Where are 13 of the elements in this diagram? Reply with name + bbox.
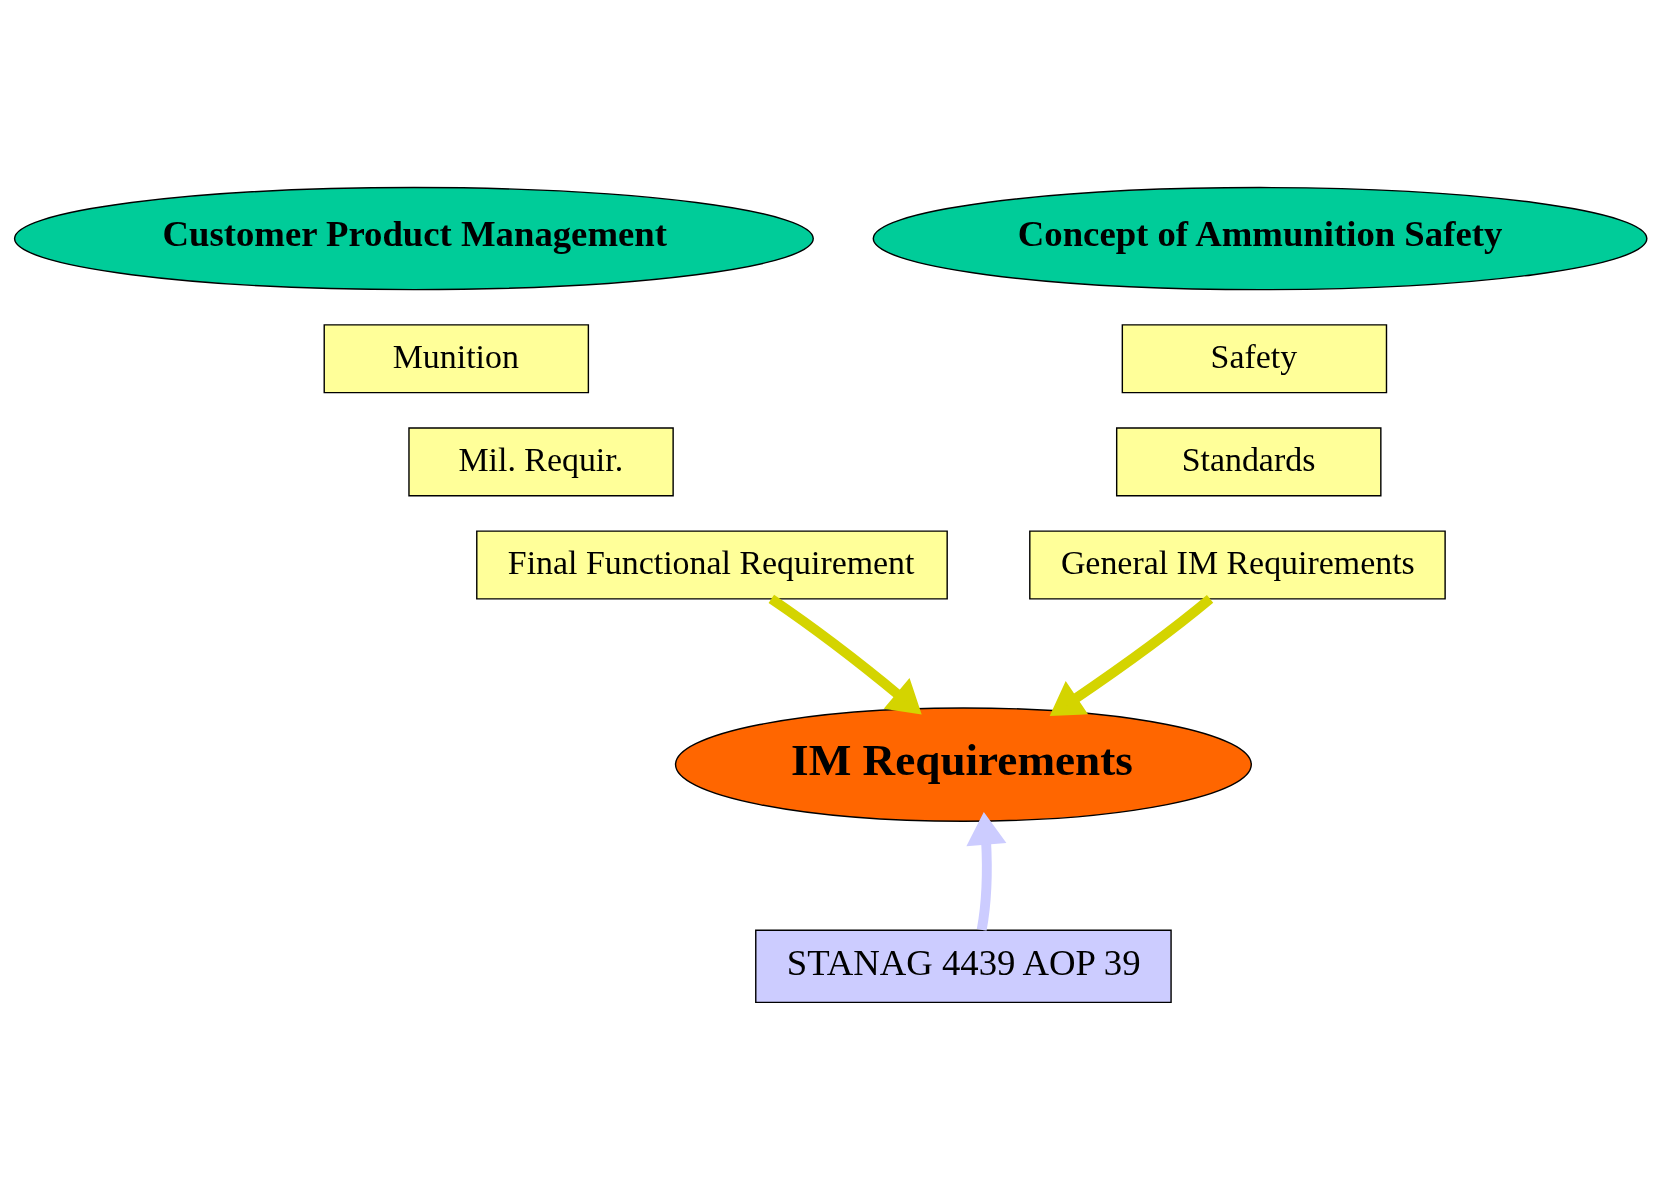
node-box: Final Functional Requirement — [476, 529, 948, 600]
node-ellipse: Customer Product Management — [13, 186, 814, 290]
node-box: Safety — [1121, 323, 1388, 393]
arrow — [966, 811, 1007, 931]
node-box: General IM Requirements — [1029, 529, 1446, 600]
node-box: Standards — [1115, 426, 1382, 496]
node-box: STANAG 4439 AOP 39 — [755, 929, 1172, 1003]
arrow — [1049, 594, 1214, 716]
node-ellipse: IM Requirements — [674, 706, 1252, 822]
node-box: Mil. Requir. — [408, 426, 674, 496]
node-box: Munition — [323, 323, 590, 393]
node-ellipse: Concept of Ammunition Safety — [872, 186, 1648, 290]
arrow — [768, 594, 922, 714]
